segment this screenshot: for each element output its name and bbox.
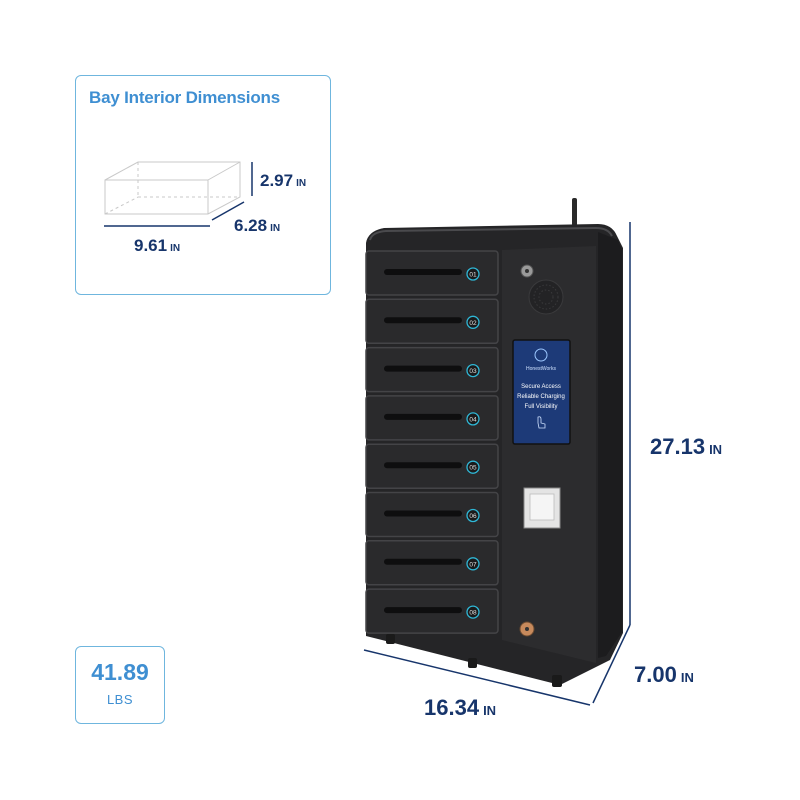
- bay-door[interactable]: 01: [365, 250, 499, 296]
- cabinet-dimension-lines: [363, 222, 631, 706]
- bay-door[interactable]: 06: [365, 491, 499, 538]
- bay-slot: [384, 558, 462, 565]
- bay-status-ring-icon: [466, 460, 480, 474]
- bay-slot: [384, 317, 462, 324]
- bay-status-ring-icon: [466, 412, 480, 426]
- brand-logo-icon: [534, 348, 548, 362]
- weight-unit: LBS: [106, 692, 134, 707]
- bay-dimensions-title: Bay Interior Dimensions: [89, 88, 280, 107]
- bay-slot: [384, 510, 462, 517]
- bay-door[interactable]: 04: [365, 395, 499, 441]
- bay-slot: [384, 365, 462, 372]
- bay-slot: [384, 607, 462, 614]
- bay-slot: [384, 462, 462, 469]
- bay-status-ring-icon: [466, 605, 480, 619]
- bay-door[interactable]: 05: [365, 443, 499, 489]
- bay-dimension-lines: [104, 162, 253, 227]
- bay-status-ring-icon: [466, 508, 480, 523]
- weight-badge: 41.89 LBS: [75, 646, 165, 724]
- bay-status-ring-icon: [466, 267, 480, 281]
- screen-line-3: Full Visibility: [525, 404, 558, 410]
- bay-door[interactable]: 02: [365, 298, 499, 345]
- bay-number-label: 03: [469, 368, 477, 375]
- bay-number-label: 07: [469, 561, 477, 568]
- bay-status-ring-icon: [466, 363, 480, 378]
- tap-icon: [537, 416, 546, 429]
- bay-dimensions-panel: Bay Interior Dimensions: [75, 75, 331, 295]
- bay-box-wireframe: [104, 161, 241, 215]
- bay-number-label: 01: [469, 272, 477, 279]
- bay-door[interactable]: 03: [365, 346, 499, 393]
- antenna: [572, 198, 577, 226]
- bay-number-label: 06: [469, 513, 477, 520]
- bay-number-label: 08: [469, 610, 477, 617]
- touch-screen: [512, 339, 571, 445]
- bay-door[interactable]: 07: [365, 540, 499, 586]
- bay-number-label: 04: [469, 416, 477, 423]
- bay-door[interactable]: 08: [365, 588, 499, 634]
- weight-value: 41.89: [91, 659, 149, 685]
- bay-slot: [384, 269, 462, 275]
- bay-slot: [384, 413, 462, 420]
- screen-brand: HonestWorks: [526, 366, 556, 372]
- bay-number-label: 02: [469, 320, 477, 327]
- cabinet-foot: [552, 675, 562, 687]
- speaker-grille: [528, 279, 564, 315]
- screen-line-1: Secure Access: [521, 384, 561, 390]
- cabinet-foot: [386, 634, 395, 644]
- cabinet-foot: [468, 658, 477, 668]
- bay-status-ring-icon: [466, 315, 480, 329]
- screen-line-2: Reliable Charging: [517, 394, 565, 400]
- bay-number-label: 05: [469, 465, 477, 472]
- bay-status-ring-icon: [466, 557, 480, 571]
- bay-doors: 01 02 03 04 05 06 07 08: [365, 250, 499, 634]
